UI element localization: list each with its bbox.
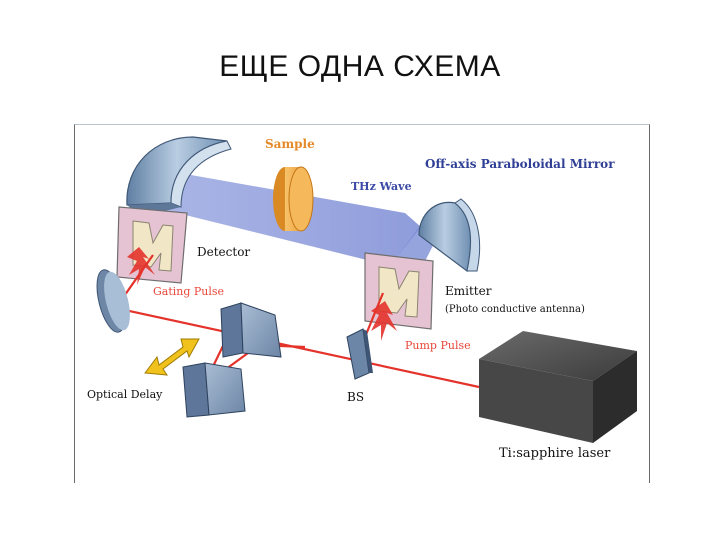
- sample-disk: [273, 166, 314, 232]
- slide-title: ЕЩЕ ОДНА СХЕМА: [219, 50, 501, 83]
- diagram-canvas: Sample Off-axis Paraboloidal Mirror THz …: [87, 136, 637, 461]
- label-emitter-note: (Photo conductive antenna): [445, 304, 585, 315]
- label-laser: Ti:sapphire laser: [499, 446, 611, 461]
- detector-antenna: [116, 206, 188, 284]
- label-optical-delay: Optical Delay: [87, 388, 163, 401]
- thz-spectroscopy-diagram: Sample Off-axis Paraboloidal Mirror THz …: [74, 124, 650, 483]
- label-sample: Sample: [265, 137, 315, 151]
- label-pump-pulse: Pump Pulse: [405, 339, 471, 352]
- label-off-axis-mirror: Off-axis Paraboloidal Mirror: [425, 157, 615, 171]
- ti-sapphire-laser: [479, 331, 637, 443]
- optical-delay-arrow: [144, 338, 200, 376]
- pump-pulse-burst: [371, 301, 397, 341]
- round-mirror: [96, 269, 130, 333]
- right-paraboloidal-mirror: [418, 198, 481, 273]
- beam-splitter: [346, 328, 373, 380]
- label-bs: BS: [347, 390, 364, 404]
- gating-pulse-burst: [127, 247, 155, 285]
- delay-mirror-upper: [220, 302, 282, 358]
- label-gating-pulse: Gating Pulse: [153, 285, 224, 298]
- label-emitter: Emitter: [445, 284, 492, 298]
- delay-mirror-lower: [182, 362, 246, 418]
- label-thz-wave: THz Wave: [351, 180, 412, 193]
- emitter-antenna: [364, 252, 434, 330]
- label-detector: Detector: [197, 245, 250, 259]
